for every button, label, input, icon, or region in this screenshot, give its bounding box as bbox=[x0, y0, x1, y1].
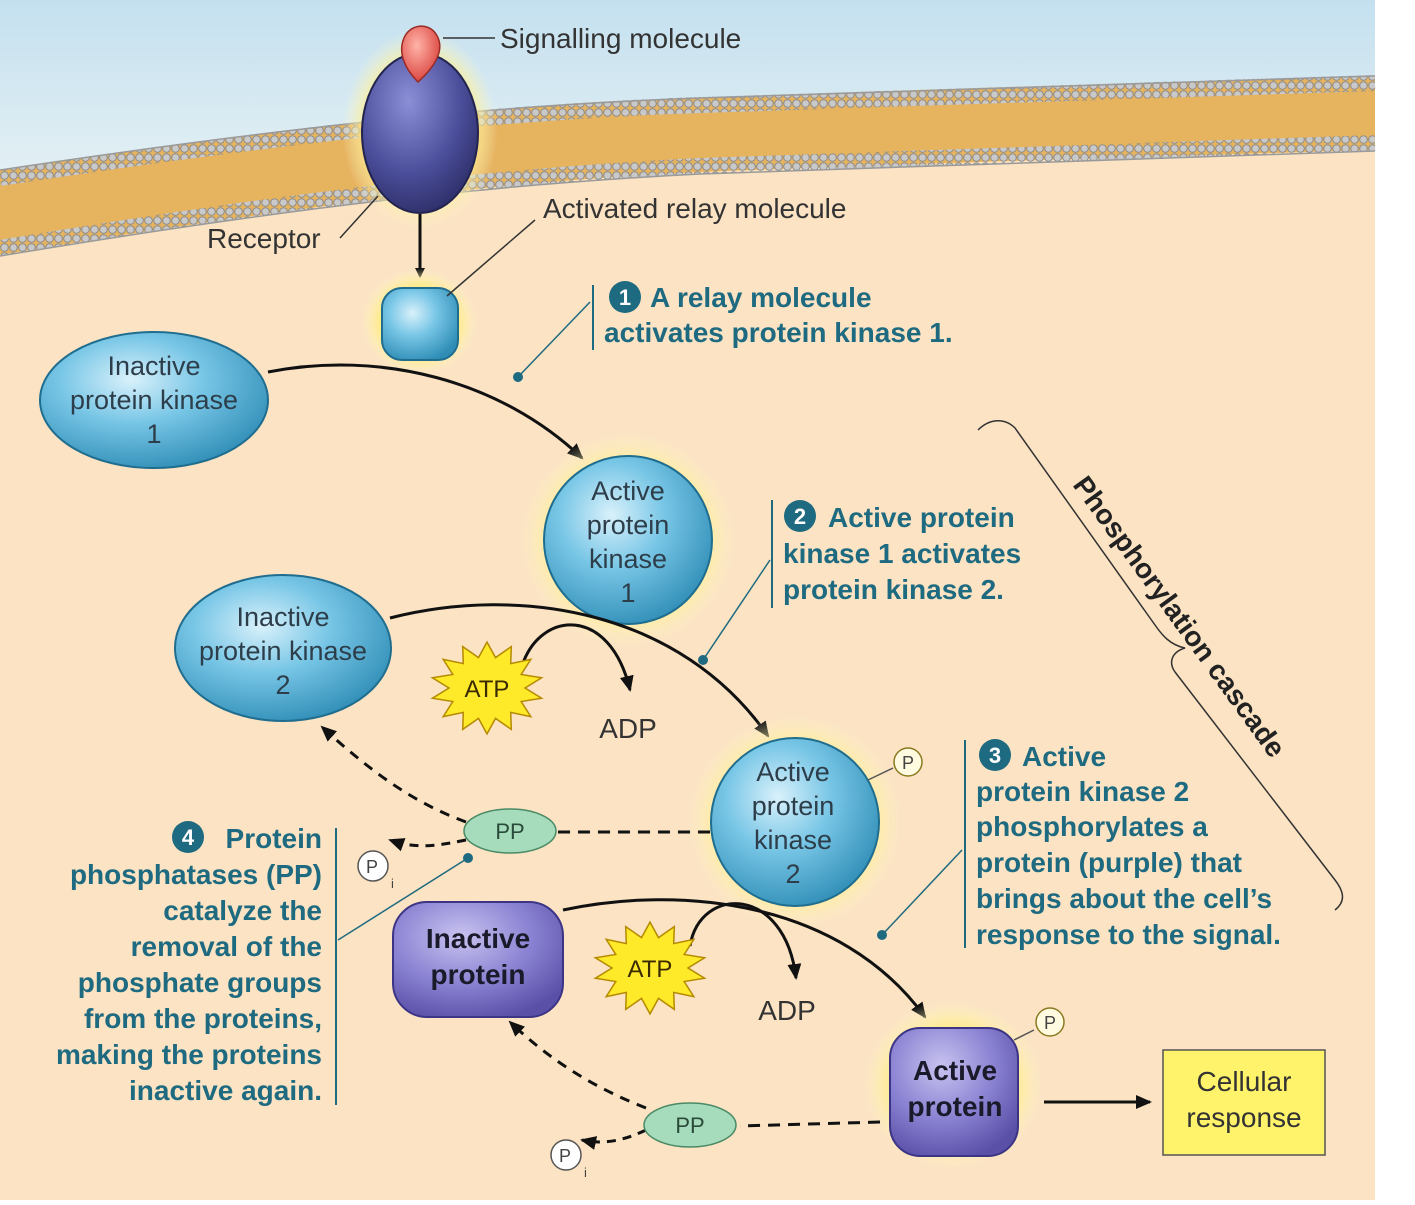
kinase-2-inactivation-arrow bbox=[320, 725, 467, 824]
atp-2-label: ATP bbox=[628, 956, 673, 983]
step-3-line-2: protein kinase 2 bbox=[976, 776, 1189, 807]
atp-1-label: ATP bbox=[465, 676, 510, 703]
step-3-number: 3 bbox=[989, 743, 1001, 768]
active-protein-kinase-2: Active protein kinase 2 bbox=[687, 714, 903, 930]
protein-phosphatase-1: PP bbox=[463, 808, 557, 854]
phosphate-on-kinase-2: P bbox=[867, 747, 923, 781]
step-2-annotation: 2 Active protein kinase 1 activates prot… bbox=[698, 500, 1021, 665]
pi-release-arrow-2 bbox=[580, 1128, 647, 1150]
step-2-line-1: Active protein bbox=[828, 502, 1015, 533]
step-2-number: 2 bbox=[794, 504, 806, 529]
plasma-membrane bbox=[0, 75, 1376, 257]
atp-burst-1 bbox=[430, 640, 544, 736]
step-4-line-3: catalyze the bbox=[163, 895, 322, 926]
active-kinase-1-line-3: kinase bbox=[589, 544, 667, 574]
inactive-kinase-2-line-1: Inactive bbox=[236, 602, 329, 632]
protein-activation-arrow bbox=[562, 898, 927, 1019]
active-protein-kinase-1: Active protein kinase 1 bbox=[520, 432, 736, 648]
inactive-protein-line-2: protein bbox=[431, 959, 526, 990]
pp-2-label: PP bbox=[675, 1113, 704, 1138]
phosphate-on-active-protein: P bbox=[1013, 1007, 1065, 1041]
step-1-number: 1 bbox=[619, 285, 631, 310]
step-4-number: 4 bbox=[182, 825, 195, 850]
step-3-line-3: phosphorylates a bbox=[976, 811, 1208, 842]
step-3-line-1: Active bbox=[1022, 741, 1106, 772]
protein-inactivation-arrow bbox=[508, 1020, 647, 1110]
step-3-line-6: response to the signal. bbox=[976, 919, 1281, 950]
inactive-protein: Inactive protein bbox=[392, 901, 564, 1018]
protein-phosphatase-2: PP bbox=[643, 1102, 737, 1148]
inactive-protein-line-1: Inactive bbox=[426, 923, 530, 954]
activated-relay-molecule-label: Activated relay molecule bbox=[543, 193, 846, 224]
inactive-protein-kinase-2: Inactive protein kinase 2 bbox=[174, 574, 392, 722]
step-3-line-5: brings about the cell’s bbox=[976, 883, 1272, 914]
pp-1-label: PP bbox=[495, 819, 524, 844]
pp-2-dashed-link bbox=[739, 1120, 881, 1128]
active-kinase-2-line-1: Active bbox=[756, 757, 830, 787]
phosphate-kinase-2-label: P bbox=[902, 753, 914, 773]
atp-2: ATP bbox=[593, 920, 707, 1016]
active-kinase-2-line-2: protein bbox=[752, 791, 835, 821]
inorganic-phosphate-1: P i bbox=[357, 850, 394, 891]
pi-1-label: P bbox=[366, 857, 378, 877]
phosphorylation-cascade-brace bbox=[977, 420, 1344, 911]
active-kinase-1-line-2: protein bbox=[587, 510, 670, 540]
cellular-response-line-1: Cellular bbox=[1197, 1066, 1292, 1097]
active-protein-line-1: Active bbox=[913, 1055, 997, 1086]
cellular-response-line-2: response bbox=[1186, 1102, 1301, 1133]
inactive-kinase-1-line-2: protein kinase bbox=[70, 385, 238, 415]
right-margin bbox=[1375, 0, 1415, 1200]
pi-1-subscript: i bbox=[391, 876, 394, 891]
step-1-line-2: activates protein kinase 1. bbox=[604, 317, 953, 348]
inactive-protein-kinase-1: Inactive protein kinase 1 bbox=[39, 331, 269, 469]
active-kinase-2-line-4: 2 bbox=[785, 859, 800, 889]
step-3-line-4: protein (purple) that bbox=[976, 847, 1242, 878]
receptor bbox=[342, 30, 498, 230]
step-4-line-8: inactive again. bbox=[129, 1075, 322, 1106]
adp-2-label: ADP bbox=[758, 995, 816, 1026]
extracellular-space bbox=[0, 0, 1375, 175]
atp-1: ATP bbox=[430, 640, 544, 736]
step-2-line-3: protein kinase 2. bbox=[783, 574, 1004, 605]
step-4-line-4: removal of the bbox=[131, 931, 322, 962]
inorganic-phosphate-2: P i bbox=[550, 1139, 587, 1180]
atp-burst-2 bbox=[593, 920, 707, 1016]
pi-2-label: P bbox=[559, 1146, 571, 1166]
active-protein: Active protein bbox=[862, 1000, 1044, 1170]
pi-2-subscript: i bbox=[584, 1165, 587, 1180]
inactive-kinase-2-line-2: protein kinase bbox=[199, 636, 367, 666]
step-4-annotation: 4 Protein phosphatases (PP) catalyze the… bbox=[56, 821, 473, 1106]
inactive-kinase-1-line-3: 1 bbox=[146, 419, 161, 449]
step-1-annotation: 1 A relay molecule activates protein kin… bbox=[513, 281, 953, 382]
atp-to-adp-arrow-2 bbox=[688, 902, 802, 980]
active-protein-line-2: protein bbox=[908, 1091, 1003, 1122]
step-4-line-2: phosphatases (PP) bbox=[70, 859, 322, 890]
kinase-1-activation-arrow bbox=[267, 363, 584, 460]
phosphate-protein-label: P bbox=[1044, 1013, 1056, 1033]
inactive-kinase-2-line-3: 2 bbox=[275, 670, 290, 700]
relay-leader bbox=[446, 219, 536, 297]
active-kinase-1-line-1: Active bbox=[591, 476, 665, 506]
step-1-line-1: A relay molecule bbox=[650, 282, 872, 313]
step-4-line-1: Protein bbox=[226, 823, 322, 854]
receptor-leader bbox=[339, 195, 379, 239]
pi-release-arrow-1 bbox=[388, 838, 467, 852]
step-4-line-5: phosphate groups bbox=[78, 967, 322, 998]
signalling-molecule-label: Signalling molecule bbox=[500, 23, 741, 54]
active-kinase-2-line-3: kinase bbox=[754, 825, 832, 855]
step-3-annotation: 3 Active protein kinase 2 phosphorylates… bbox=[877, 739, 1281, 950]
inactive-kinase-1-line-1: Inactive bbox=[107, 351, 200, 381]
receptor-label: Receptor bbox=[207, 223, 321, 254]
cellular-response-box: Cellular response bbox=[1162, 1049, 1326, 1156]
step-4-line-7: making the proteins bbox=[56, 1039, 322, 1070]
active-kinase-1-line-4: 1 bbox=[620, 578, 635, 608]
step-4-line-6: from the proteins, bbox=[84, 1003, 322, 1034]
atp-to-adp-arrow-1 bbox=[520, 623, 634, 692]
adp-1-label: ADP bbox=[599, 713, 657, 744]
signalling-molecule bbox=[400, 25, 441, 84]
step-2-line-2: kinase 1 activates bbox=[783, 538, 1021, 569]
kinase-2-activation-arrow bbox=[389, 603, 770, 738]
